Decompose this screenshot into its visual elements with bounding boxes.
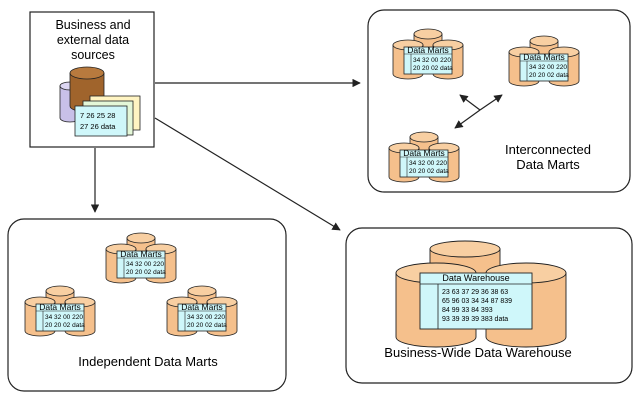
- data-mart-sheet: [399, 149, 449, 178]
- data-mart-title: Data Marts: [403, 148, 445, 158]
- data-mart-title: Data Marts: [39, 302, 81, 312]
- source-sheet-line2: 27 26 data: [80, 122, 116, 131]
- warehouse-sheet: [419, 272, 533, 330]
- data-mart-row: 20 20 02 data: [187, 322, 227, 329]
- data-mart-sheet: [403, 46, 453, 75]
- data-mart-sheet: [116, 250, 166, 279]
- data-mart-sheet: [35, 303, 85, 332]
- data-mart-title: Data Marts: [181, 302, 223, 312]
- data-mart-row: 20 20 02 data: [409, 168, 449, 175]
- source-label-line2: external data: [57, 33, 129, 47]
- warehouse-title: Data Warehouse: [442, 273, 509, 283]
- database-icon: 7 26 25 28 27 26 data: [59, 66, 141, 137]
- interconnected-label-line1: Interconnected: [505, 142, 591, 157]
- source-box: Business and external data sources 7 26 …: [29, 11, 155, 148]
- data-mart-row: 20 20 02 data: [413, 65, 453, 72]
- arrow-link-right: [479, 94, 503, 111]
- independent-group-frame: [7, 218, 287, 392]
- source-sheet-line1: 7 26 25 28: [80, 111, 115, 120]
- data-mart-title: Data Marts: [120, 249, 162, 259]
- data-mart-row: 34 32 00 220: [126, 261, 164, 268]
- interconnected-label-line2: Data Marts: [516, 157, 580, 172]
- data-mart-row: 34 32 00 220: [45, 314, 83, 321]
- warehouse-row: 23 63 37 29 36 38 63: [442, 289, 508, 296]
- arrow-link-up: [459, 94, 481, 111]
- data-mart-row: 34 32 00 220: [413, 57, 451, 64]
- source-label-line3: sources: [71, 48, 115, 62]
- business-wide-label: Business-Wide Data Warehouse: [384, 345, 571, 360]
- independent-label: Independent Data Marts: [78, 354, 218, 369]
- data-mart-row: 34 32 00 220: [409, 160, 447, 167]
- warehouse-row: 84 99 33 84 393: [442, 307, 493, 314]
- data-mart-title: Data Marts: [407, 45, 449, 55]
- data-warehouse-cluster: Data Warehouse 23 63 37 29 36 38 63 65 9…: [395, 240, 567, 348]
- data-mart-row: 20 20 02 data: [45, 322, 85, 329]
- source-label-line1: Business and: [55, 18, 130, 32]
- data-mart-row: 34 32 00 220: [529, 64, 567, 71]
- data-mart-sheet: [519, 53, 569, 82]
- data-mart-sheet: [177, 303, 227, 332]
- data-mart-row: 34 32 00 220: [187, 314, 225, 321]
- warehouse-row: 65 96 03 34 34 87 839: [442, 298, 512, 305]
- data-mart-row: 20 20 02 data: [529, 72, 569, 79]
- warehouse-row: 93 39 39 39 383 data: [442, 316, 508, 323]
- data-mart-title: Data Marts: [523, 52, 565, 62]
- arrow-to-business-wide: [154, 117, 341, 231]
- data-mart-row: 20 20 02 data: [126, 269, 166, 276]
- arrow-link-down: [454, 109, 481, 129]
